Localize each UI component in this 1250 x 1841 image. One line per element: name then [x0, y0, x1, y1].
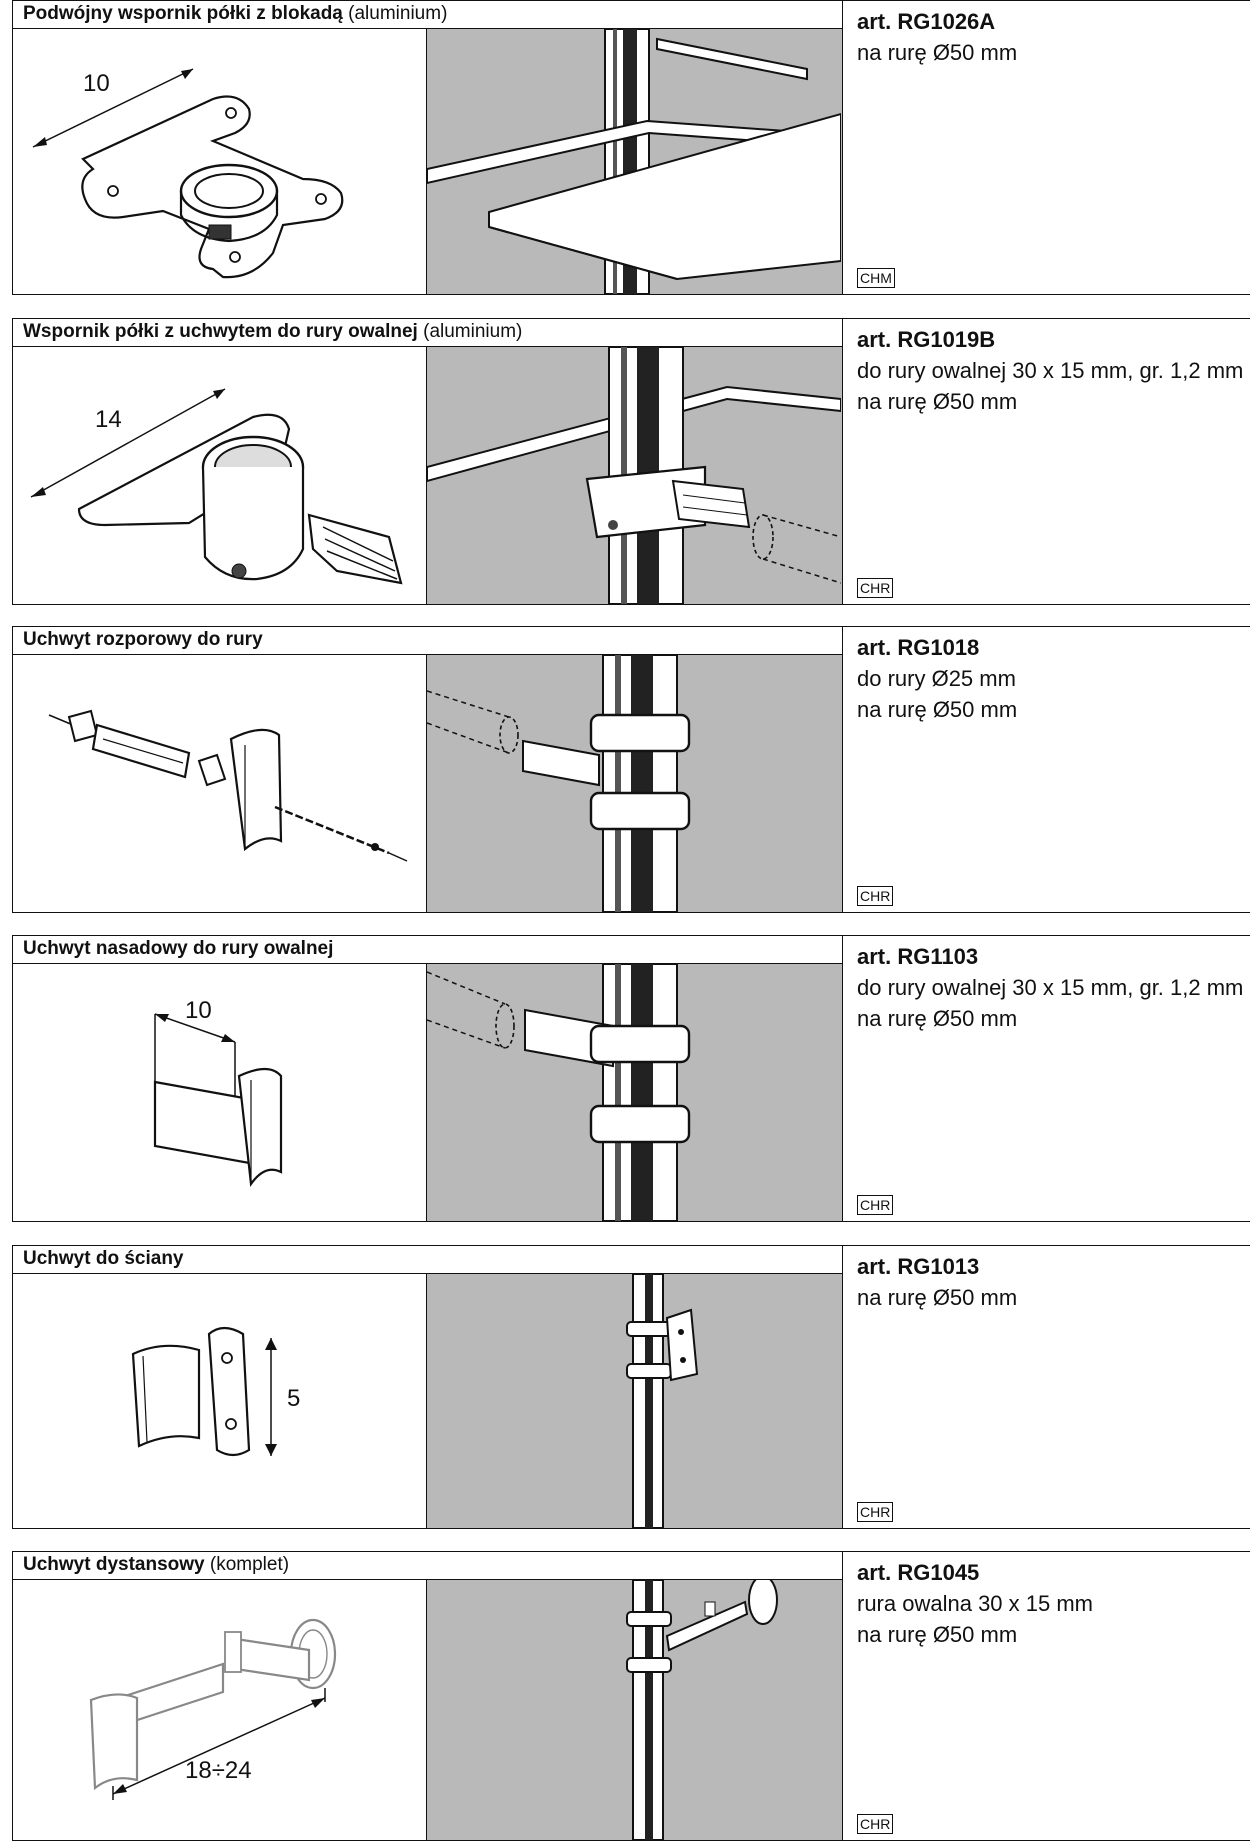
product-title: Uchwyt nasadowy do rury owalnej — [13, 936, 843, 964]
spec-line: na rurę Ø50 mm — [857, 40, 1018, 65]
shelf-bracket-oval-tube-icon: 14 — [30, 388, 403, 585]
spec-line: na rurę Ø50 mm — [857, 1622, 1018, 1647]
wall-holder-icon: 5 — [131, 1326, 300, 1457]
product-title-main: Uchwyt rozporowy do rury — [23, 629, 263, 650]
oval-tube-cap-holder-icon: 10 — [153, 997, 283, 1188]
product-installation-view — [427, 1580, 843, 1840]
product-title-note: (aluminium) — [348, 3, 448, 24]
spec-line: na rurę Ø50 mm — [857, 1285, 1018, 1310]
product-drawing: 5 — [13, 1274, 427, 1528]
installation-scene-icon — [427, 655, 691, 912]
product-title-main: Uchwyt nasadowy do rury owalnej — [23, 938, 334, 959]
product-block-rg1103: Uchwyt nasadowy do rury owalnej 10 — [12, 935, 1250, 1222]
dimension-label: 10 — [83, 70, 110, 97]
article-number: art. RG1018 — [857, 635, 980, 660]
product-title-main: Uchwyt dystansowy — [23, 1554, 205, 1575]
product-title-main: Podwójny wspornik półki z blokadą — [23, 3, 343, 24]
product-title: Wspornik półki z uchwytem do rury owalne… — [13, 319, 843, 347]
spec-line: rura owalna 30 x 15 mm — [857, 1591, 1093, 1616]
category-badge: CHR — [857, 578, 894, 598]
product-title-main: Uchwyt do ściany — [23, 1248, 184, 1269]
product-block-rg1045: Uchwyt dystansowy (komplet) 18÷24 — [12, 1551, 1250, 1841]
product-title: Uchwyt rozporowy do rury — [13, 627, 843, 655]
article-number: art. RG1045 — [857, 1560, 980, 1585]
double-shelf-bracket-icon: 10 — [32, 68, 344, 279]
dimension-label: 14 — [95, 406, 122, 433]
product-title: Uchwyt dystansowy (komplet) — [13, 1552, 843, 1580]
article-number: art. RG1013 — [857, 1254, 980, 1279]
spec-line: do rury owalnej 30 x 15 mm, gr. 1,2 mm — [857, 975, 1244, 1000]
product-block-rg1019b: Wspornik półki z uchwytem do rury owalne… — [12, 318, 1250, 605]
article-number: art. RG1026A — [857, 9, 996, 34]
installation-scene-icon — [427, 964, 691, 1221]
product-info: art. RG1026A na rurę Ø50 mm CHM — [843, 1, 1250, 294]
product-installation-view — [427, 1274, 843, 1528]
product-block-rg1018: Uchwyt rozporowy do rury — [12, 626, 1250, 913]
article-number: art. RG1103 — [857, 944, 979, 969]
product-block-rg1013: Uchwyt do ściany 5 art. RG1013 na rurę — [12, 1245, 1250, 1529]
dimension-label: 10 — [185, 997, 212, 1024]
product-info: art. RG1018 do rury Ø25 mm na rurę Ø50 m… — [843, 627, 1250, 912]
product-installation-view — [427, 29, 843, 294]
installation-scene-icon — [626, 1580, 778, 1840]
spec-line: do rury Ø25 mm — [857, 666, 1016, 691]
product-title-note: (komplet) — [209, 1554, 290, 1575]
expansion-tube-holder-icon — [48, 709, 408, 862]
spec-line: na rurę Ø50 mm — [857, 697, 1018, 722]
product-installation-view — [427, 347, 843, 604]
product-title-main: Wspornik półki z uchwytem do rury owalne… — [23, 321, 418, 342]
dimension-label: 5 — [287, 1385, 300, 1412]
installation-scene-icon — [427, 29, 841, 294]
category-badge: CHR — [857, 1195, 894, 1215]
category-badge: CHR — [857, 886, 894, 906]
spec-line: na rurę Ø50 mm — [857, 1006, 1018, 1031]
product-title: Podwójny wspornik półki z blokadą (alumi… — [13, 1, 843, 29]
installation-scene-icon — [427, 347, 841, 604]
product-drawing: 18÷24 — [13, 1580, 427, 1840]
product-title-note: (aluminium) — [423, 321, 523, 342]
product-info: art. RG1045 rura owalna 30 x 15 mm na ru… — [843, 1552, 1250, 1840]
product-installation-view — [427, 964, 843, 1221]
product-drawing: 10 — [13, 964, 427, 1221]
product-info: art. RG1103 do rury owalnej 30 x 15 mm, … — [843, 936, 1250, 1221]
product-drawing — [13, 655, 427, 912]
distance-holder-icon: 18÷24 — [89, 1618, 337, 1800]
article-number: art. RG1019B — [857, 327, 996, 352]
dimension-label: 18÷24 — [185, 1757, 252, 1784]
product-drawing: 10 — [13, 29, 427, 294]
spec-line: do rury owalnej 30 x 15 mm, gr. 1,2 mm — [857, 358, 1244, 383]
product-block-rg1026a: Podwójny wspornik półki z blokadą (alumi… — [12, 0, 1250, 295]
category-badge: CHM — [857, 268, 895, 288]
installation-scene-icon — [626, 1274, 699, 1528]
category-badge: CHR — [857, 1814, 894, 1834]
product-drawing: 14 — [13, 347, 427, 604]
product-installation-view — [427, 655, 843, 912]
product-info: art. RG1013 na rurę Ø50 mm CHR — [843, 1246, 1250, 1528]
product-info: art. RG1019B do rury owalnej 30 x 15 mm,… — [843, 319, 1250, 604]
product-title: Uchwyt do ściany — [13, 1246, 843, 1274]
spec-line: na rurę Ø50 mm — [857, 389, 1018, 414]
category-badge: CHR — [857, 1502, 894, 1522]
